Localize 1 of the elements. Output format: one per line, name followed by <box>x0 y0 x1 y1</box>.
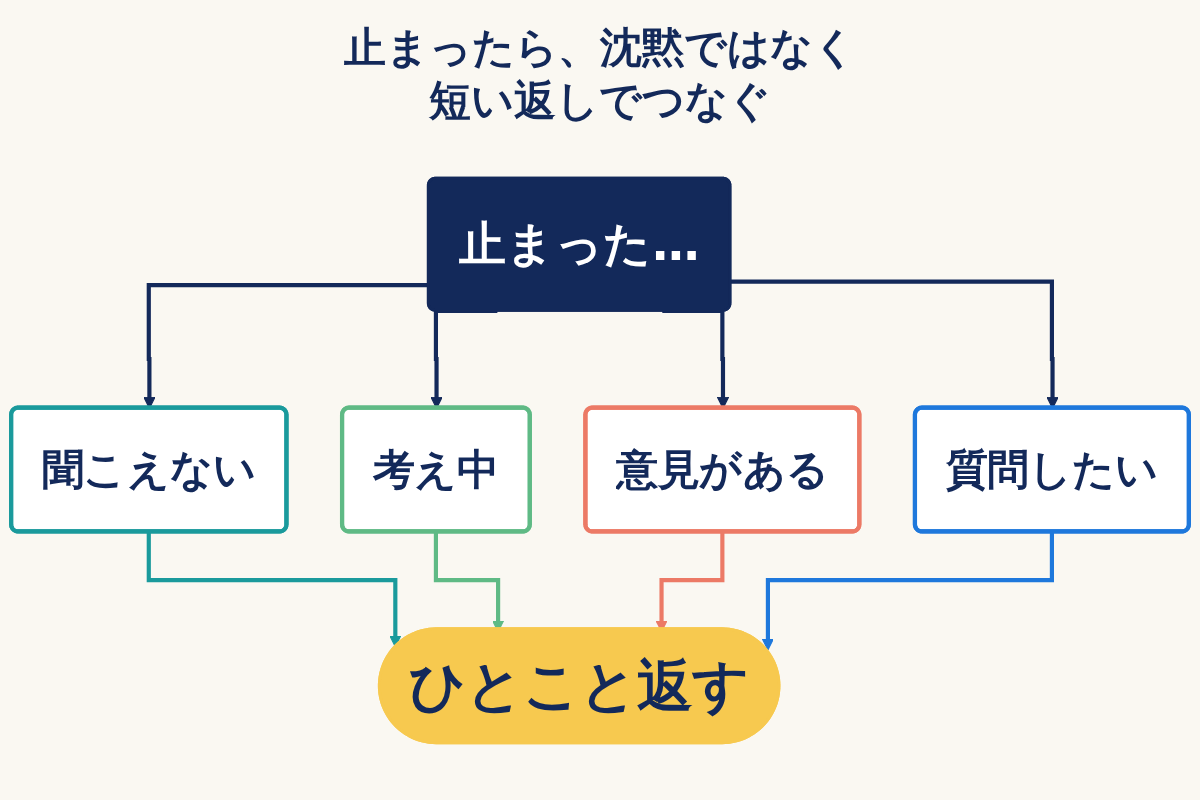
diagram-title: 止まったら、沈黙ではなく短い返しでつなぐ <box>343 22 857 127</box>
